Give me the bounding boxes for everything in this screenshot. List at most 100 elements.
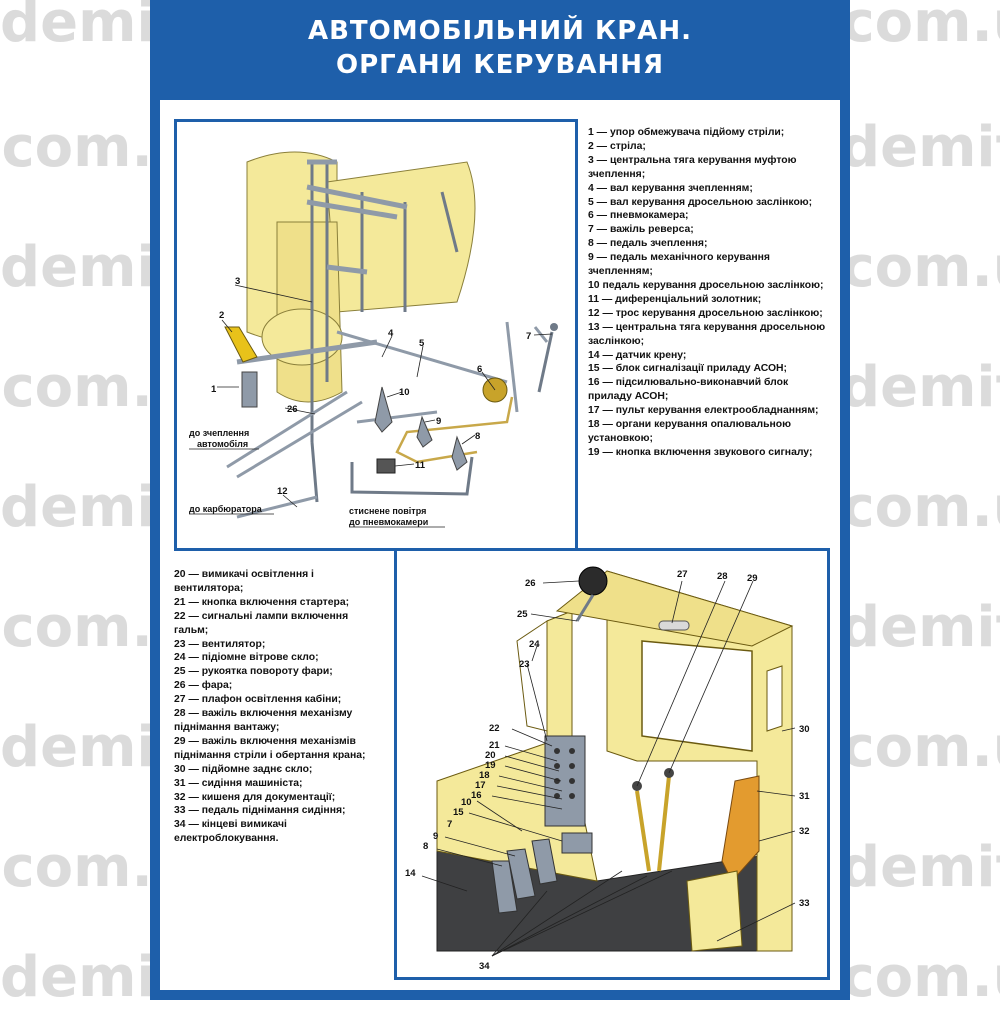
caption-to-clutch-line1: до зчеплення [189, 428, 249, 438]
legend-item: 3 — центральна тяга керування муфтою зче… [588, 154, 797, 180]
legend-item: 10 педаль керування дросельною заслінкою… [588, 279, 824, 291]
callout-31: 31 [799, 791, 810, 802]
legend-item: 29 — важіль включення механізмів підніма… [174, 735, 366, 761]
cab-leader-lines [421, 580, 796, 957]
pedal-left [491, 860, 518, 914]
control-panel [544, 735, 586, 827]
legend-item: 12 — трос керування дросельною заслінкою… [588, 307, 823, 319]
callout-33: 33 [799, 898, 810, 909]
legend-item: 11 — диференціальний золотник; [588, 293, 762, 305]
asoh-block [561, 832, 593, 854]
legend-item: 1 — упор обмежувача підйому стріли; [588, 127, 785, 138]
watermark: demita.com.ua [840, 115, 1000, 180]
lever-29 [657, 775, 671, 872]
legend-item: 34 — кінцеві вимикачі електроблокування. [174, 819, 287, 845]
legend-item: 16 — підсилювально-виконавчий блок прила… [588, 377, 789, 403]
legend-item: 13 — центральна тяга керування дросельно… [588, 321, 826, 347]
callout-30: 30 [799, 724, 810, 735]
side-window [641, 640, 753, 752]
legend-item: 14 — датчик крену; [588, 349, 687, 361]
legend-bottom: 20 — вимикачі освітлення і вентилятора; … [174, 568, 379, 846]
callout-17: 17 [475, 780, 486, 791]
legend-item: 30 — підйомне заднє скло; [174, 763, 313, 775]
callout-4: 4 [388, 328, 394, 339]
operator-seat [721, 775, 760, 882]
legend-item: 7 — важіль реверса; [588, 224, 694, 236]
callout-15: 15 [453, 807, 464, 818]
caption-compressed-air-line2: до пневмокамери [349, 517, 428, 527]
rear-window [766, 665, 783, 732]
callout-2: 2 [219, 310, 224, 321]
legend-item: 21 — кнопка включення стартера; [174, 596, 350, 608]
pedal-right [531, 838, 558, 885]
legend-item: 23 — вентилятор; [174, 638, 266, 650]
legend-item: 9 — педаль механічного керування зчеплен… [588, 252, 770, 278]
legend-item: 28 — важіль включення механізму підніман… [174, 708, 353, 733]
legend-item: 2 — стріла; [588, 140, 646, 152]
headlamp-handle [575, 594, 595, 622]
callout-18: 18 [479, 770, 490, 781]
callout-26: 26 [525, 578, 536, 589]
callout-23: 23 [519, 659, 530, 670]
differential-valve [376, 458, 396, 474]
caption-compressed-air-line1: стиснене повітря [349, 506, 426, 516]
air-pipe-loop [350, 456, 474, 496]
legend-item: 15 — блок сигналізації приладу АСОН; [588, 363, 788, 375]
callout-7: 7 [526, 331, 531, 342]
legend-item: 32 — кишеня для документації; [174, 791, 336, 803]
callout-21: 21 [489, 740, 500, 751]
upper-lever [440, 191, 459, 253]
title-line-2: ОРГАНИ КЕРУВАННЯ [335, 50, 664, 80]
callout-3: 3 [235, 276, 240, 287]
callout-27: 27 [677, 569, 688, 580]
legend-item: 4 — вал керування зчепленням; [588, 182, 753, 194]
headlamp [578, 566, 608, 596]
air-pipe [395, 396, 514, 464]
watermark: demita.com.ua [840, 355, 1000, 420]
legend-item: 22 — сигнальні лампи включення гальм; [174, 610, 349, 636]
legend-item: 18 — органи керування опалювальною устан… [588, 419, 791, 444]
callout-5: 5 [419, 338, 425, 349]
caption-to-clutch-line2: автомобіля [197, 439, 248, 449]
pedal-2-yellow [224, 326, 258, 363]
callout-6: 6 [477, 364, 482, 375]
pedal-1 [241, 371, 258, 408]
callout-25: 25 [517, 609, 528, 620]
callout-9: 9 [436, 416, 441, 427]
caption-to-carburetor: до карбюратора [189, 504, 263, 514]
cab-light [658, 620, 690, 631]
callout-7: 7 [447, 819, 452, 830]
callout-8: 8 [423, 841, 428, 852]
crossbars [236, 159, 408, 365]
pedal-middle [506, 848, 536, 900]
legend-item: 20 — вимикачі освітлення і вентилятора; [174, 569, 314, 594]
callout-10: 10 [461, 797, 472, 808]
panel-buttons [554, 748, 575, 799]
legend-item: 6 — пневмокамера; [588, 210, 689, 222]
callout-29: 29 [747, 573, 758, 584]
lever-28 [635, 790, 651, 872]
vertical-rods [310, 162, 407, 503]
seat-base [686, 870, 743, 952]
callout-19: 19 [485, 760, 496, 771]
cab-diagram: 26 27 28 29 25 24 23 30 22 21 20 19 18 1… [405, 566, 810, 972]
legend-item: 8 — педаль зчеплення; [588, 238, 708, 250]
title-line-1: АВТОМОБІЛЬНИЙ КРАН. [307, 16, 693, 46]
watermark: demita.com.ua [840, 835, 1000, 900]
pedal-9 [416, 415, 433, 448]
callout-16: 16 [471, 790, 482, 801]
reverse-lever [537, 331, 554, 393]
callout-32: 32 [799, 826, 810, 837]
callout-1: 1 [211, 384, 217, 395]
poster-title: АВТОМОБІЛЬНИЙ КРАН. ОРГАНИ КЕРУВАННЯ [150, 14, 850, 82]
legend-item: 31 — сидіння машиніста; [174, 777, 303, 789]
pedal-8 [451, 435, 468, 471]
legend-item: 27 — плафон освітлення кабіни; [174, 694, 342, 706]
leader-lines [217, 284, 553, 508]
legend-item: 26 — фара; [174, 680, 233, 692]
legend-item: 25 — рукоятка повороту фари; [174, 666, 333, 678]
callout-11: 11 [415, 460, 426, 471]
callout-8: 8 [475, 431, 480, 442]
linkage-diagram: 1 2 3 4 5 6 7 8 9 10 11 12 26 до зчеплен… [189, 151, 558, 528]
callout-14: 14 [405, 868, 416, 879]
